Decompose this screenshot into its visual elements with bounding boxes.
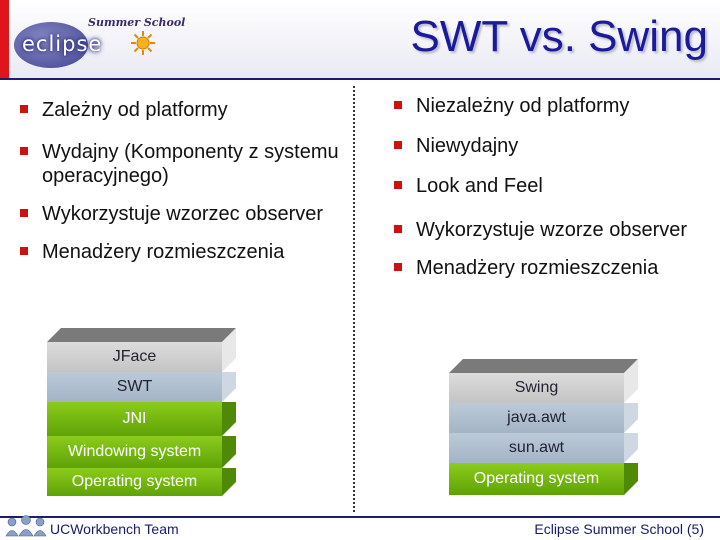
- list-item: Wykorzystuje wzorze observer: [392, 218, 712, 242]
- layer-label: Windowing system: [47, 436, 222, 468]
- list-item: Menadżery rozmieszczenia: [18, 240, 348, 264]
- list-item-text: Wykorzystuje wzorzec observer: [42, 203, 324, 225]
- square-bullet-icon: [20, 147, 28, 155]
- layer-label: SWT: [47, 372, 222, 402]
- layer-side-face: [222, 402, 236, 436]
- list-item-text: Zależny od platformy: [42, 99, 228, 121]
- logo-subtitle: Summer School: [88, 16, 186, 29]
- list-item-text: Menadżery rozmieszczenia: [42, 241, 285, 263]
- layer-label: java.awt: [449, 403, 624, 433]
- slide-header: [0, 0, 720, 78]
- footer-team: UCWorkbench Team: [50, 521, 179, 537]
- list-item-text: Look and Feel: [416, 175, 543, 197]
- layer-side-face: [624, 359, 638, 403]
- layer-side-face: [222, 436, 236, 468]
- layer-label: JNI: [47, 402, 222, 436]
- list-item: Menadżery rozmieszczenia: [392, 256, 712, 280]
- layer-label: sun.awt: [449, 433, 624, 463]
- stack-layer: Operating system: [47, 468, 236, 496]
- list-item: Zależny od platformy: [18, 98, 348, 122]
- list-item: Niewydajny: [392, 134, 712, 158]
- stack-layer: Swing: [449, 359, 638, 403]
- stack-layer: Windowing system: [47, 436, 236, 468]
- square-bullet-icon: [394, 263, 402, 271]
- stack-layer: JFace: [47, 328, 236, 372]
- layer-side-face: [222, 468, 236, 496]
- list-item-text: Niezależny od platformy: [416, 95, 630, 117]
- logo-wordmark: eclipse: [22, 32, 103, 56]
- stack-layer: java.awt: [449, 403, 638, 433]
- square-bullet-icon: [20, 247, 28, 255]
- square-bullet-icon: [394, 225, 402, 233]
- layer-label: JFace: [47, 342, 222, 372]
- logo-globe: [14, 22, 88, 68]
- column-divider: [353, 86, 355, 512]
- list-item: Niezależny od platformy: [392, 94, 712, 118]
- layer-top-face: [47, 328, 236, 342]
- layer-label: Operating system: [449, 463, 624, 495]
- layer-side-face: [222, 328, 236, 372]
- layer-side-face: [624, 433, 638, 463]
- slide-title: SWT vs. Swing: [410, 12, 708, 61]
- footer-divider: [0, 516, 720, 518]
- eclipse-logo-icon: eclipse Summer School: [12, 6, 185, 72]
- team-people-icon: [5, 515, 47, 537]
- list-item: Look and Feel: [392, 174, 712, 198]
- list-item-text: Menadżery rozmieszczenia: [416, 257, 659, 279]
- stack-layer: JNI: [47, 402, 236, 436]
- list-item-text: Niewydajny: [416, 135, 519, 157]
- square-bullet-icon: [20, 105, 28, 113]
- sun-icon: [131, 31, 155, 55]
- footer-page: Eclipse Summer School (5): [534, 521, 704, 537]
- list-item: Wydajny (Komponenty z systemu operacyjne…: [18, 140, 348, 188]
- square-bullet-icon: [394, 101, 402, 109]
- accent-bar: [0, 0, 9, 78]
- square-bullet-icon: [394, 141, 402, 149]
- square-bullet-icon: [20, 209, 28, 217]
- list-item-text: Wykorzystuje wzorze observer: [416, 219, 688, 241]
- layer-side-face: [222, 372, 236, 402]
- stack-layer: sun.awt: [449, 433, 638, 463]
- layer-top-face: [449, 359, 638, 373]
- header-divider: [0, 78, 720, 80]
- layer-side-face: [624, 403, 638, 433]
- stack-layer: SWT: [47, 372, 236, 402]
- layer-label: Operating system: [47, 468, 222, 496]
- square-bullet-icon: [394, 181, 402, 189]
- list-item-text: Wydajny (Komponenty z systemu operacyjne…: [42, 141, 339, 187]
- list-item: Wykorzystuje wzorzec observer: [18, 202, 348, 226]
- stack-layer: Operating system: [449, 463, 638, 495]
- layer-side-face: [624, 463, 638, 495]
- layer-label: Swing: [449, 373, 624, 403]
